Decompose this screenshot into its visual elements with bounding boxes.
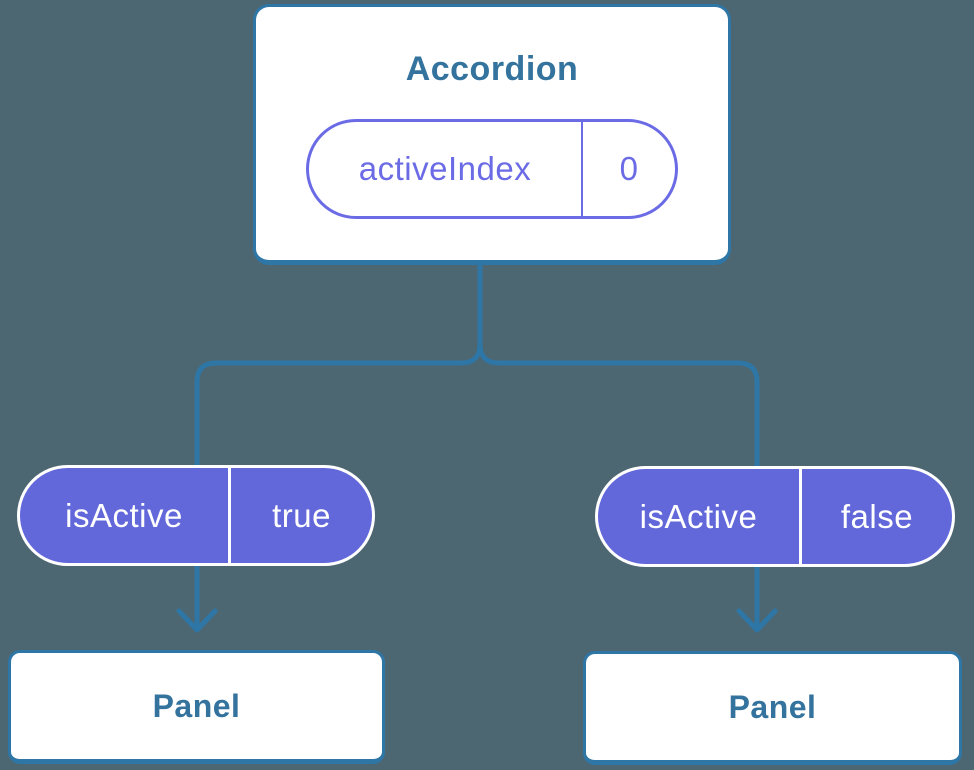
state-value-label: true (272, 496, 331, 534)
state-value-label: false (840, 497, 914, 535)
state-value-label: 0 (619, 150, 639, 187)
panel-node-card-left: Panel (8, 650, 385, 764)
state-name-label: isActive (639, 497, 758, 535)
arrow-down-icon (176, 608, 218, 633)
state-pill-activeindex: activeIndex 0 (306, 119, 678, 219)
state-name-label: isActive (65, 496, 183, 534)
pill-divider (228, 468, 231, 563)
state-name-label: activeIndex (358, 150, 532, 187)
state-pill-isactive-true: isActive true (17, 465, 375, 566)
panel-node-card-right: Panel (583, 651, 962, 765)
state-pill-isactive-false: isActive false (595, 466, 955, 567)
pill-divider (581, 122, 583, 216)
node-title: Accordion (405, 50, 579, 88)
arrow-down-icon (736, 608, 778, 633)
connector-right-branch (477, 262, 760, 632)
pill-divider (799, 469, 802, 564)
connector-left-branch (194, 262, 483, 632)
accordion-node-card: Accordion activeIndex 0 (253, 4, 731, 265)
